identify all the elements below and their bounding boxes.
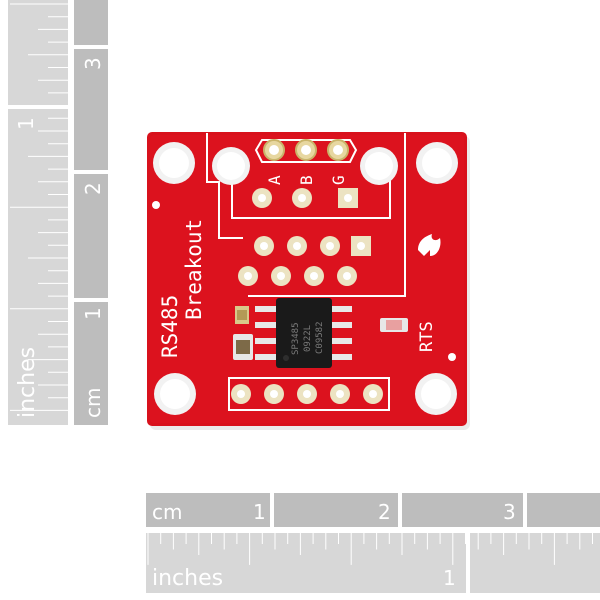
vertical-cm-number-1: 1 xyxy=(81,307,105,320)
vertical-ruler: inches 1 cm 1 2 3 xyxy=(8,0,108,425)
top-header-pins xyxy=(254,139,358,163)
board-title-line2: Breakout xyxy=(182,219,206,320)
sparkfun-flame-logo xyxy=(418,234,441,256)
transceiver-chip: SP3485 0922L C09582 xyxy=(255,298,352,368)
horizontal-cm-number-3: 3 xyxy=(503,500,516,524)
via-top-left xyxy=(152,201,160,209)
silkscreen-outline xyxy=(206,133,406,411)
pcb-board: A B G RS485 Breakout xyxy=(147,132,467,426)
pin-label-b: B xyxy=(297,175,316,185)
chip-marking-line2: 0922L xyxy=(303,325,313,352)
rts-led xyxy=(380,318,408,332)
vertical-inches-label: inches xyxy=(15,347,40,418)
via-right xyxy=(448,353,456,361)
horizontal-ruler: cm 1 2 3 inches 1 xyxy=(146,493,600,593)
horizontal-cm-number-2: 2 xyxy=(378,500,391,524)
vertical-cm-number-2: 2 xyxy=(81,182,105,195)
vertical-cm-number-3: 3 xyxy=(81,57,105,70)
horizontal-cm-number-1: 1 xyxy=(253,500,266,524)
vertical-cm-label: cm xyxy=(81,388,105,418)
board-title-line1: RS485 xyxy=(158,295,182,358)
pin-label-a: A xyxy=(265,175,284,185)
chip-marking-line1: SP3485 xyxy=(291,322,301,355)
rts-label: RTS xyxy=(417,321,437,352)
vertical-inch-number: 1 xyxy=(14,117,38,130)
horizontal-inch-number: 1 xyxy=(443,566,456,590)
terminal-pads xyxy=(252,188,358,208)
capacitor-smd xyxy=(235,306,249,324)
mounting-holes xyxy=(153,142,458,415)
capacitor-smd-lower xyxy=(233,334,253,360)
horizontal-inches-label: inches xyxy=(152,566,223,591)
pin-label-g: G xyxy=(329,175,348,185)
horizontal-cm-label: cm xyxy=(152,500,182,524)
connector-pad-grid xyxy=(238,236,371,286)
bottom-header-pins xyxy=(231,384,383,404)
chip-marking-line3: C09582 xyxy=(315,321,325,354)
